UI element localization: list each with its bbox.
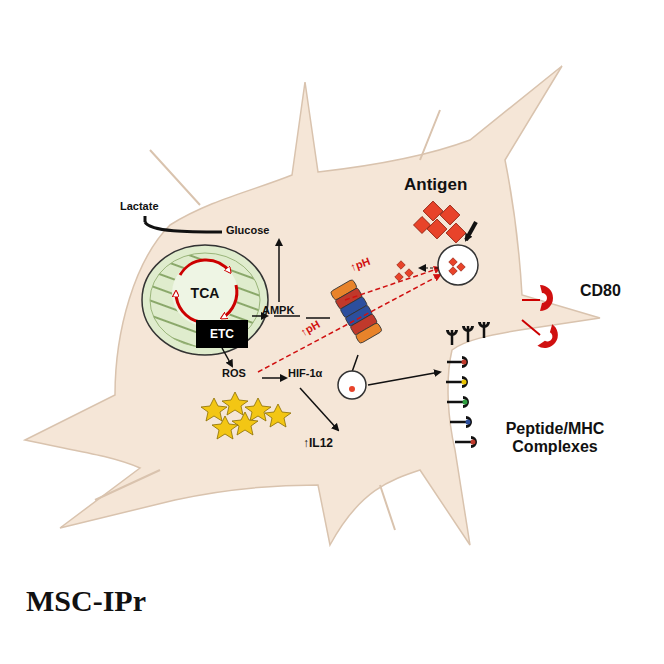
node-label: TCA <box>191 285 220 301</box>
cell-type-title: MSC-IPr <box>26 584 146 617</box>
molecule-label: HIF-1α <box>288 367 322 379</box>
complex-label: Peptide/MHC Complexes <box>500 420 610 455</box>
node-label: ETC <box>210 327 234 341</box>
etc-box: ETC <box>196 320 248 348</box>
metabolite-label: Lactate <box>120 200 159 212</box>
receptor-label: CD80 <box>580 282 621 300</box>
kinase-label: AMPK <box>262 304 294 316</box>
antigen-label: Antigen <box>404 176 467 195</box>
tca-cycle: TCA <box>178 266 232 320</box>
cytokine-label: ↑IL12 <box>303 437 333 450</box>
molecule-label: ROS <box>222 367 246 379</box>
metabolite-label: Glucose <box>226 224 269 236</box>
